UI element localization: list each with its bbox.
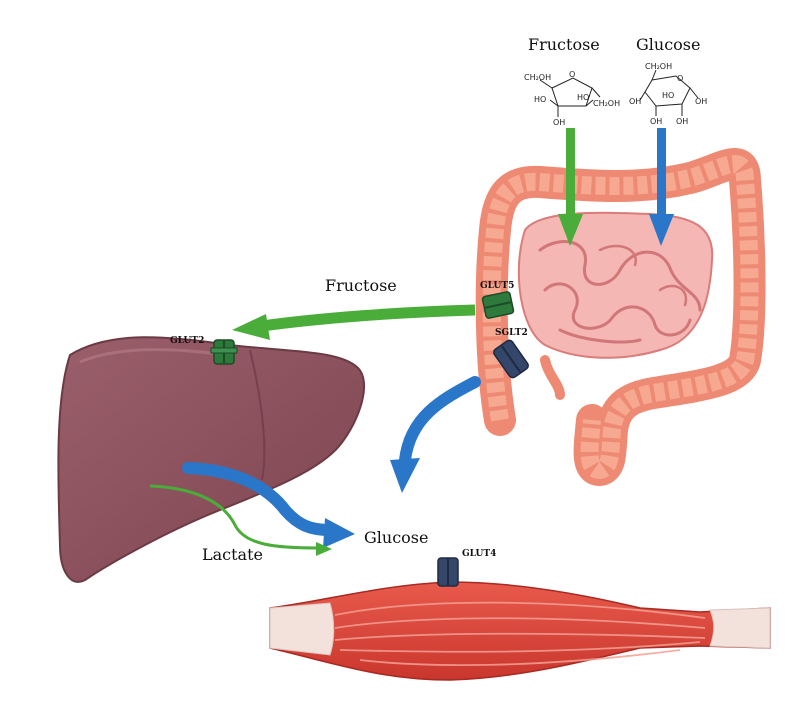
sglt2-transporter [493,339,529,379]
intestine [475,148,766,486]
atom-label: O [569,70,575,79]
atom-label: CH₂OH [524,73,551,82]
sglt2-label: SGLT2 [495,328,528,338]
glut2-label: GLUT2 [170,336,204,346]
lactate-label: Lactate [202,545,263,564]
glucose-blood-label: Glucose [364,528,428,547]
atom-label: OH [695,97,707,106]
liver [57,336,366,583]
atom-label: HO [577,93,589,102]
lactate-arrow [149,484,332,556]
atom-label: OH [676,117,688,126]
glut4-transporter [437,557,459,587]
fructose-title-label: Fructose [528,35,600,54]
liver-glucose-output-arrow [182,462,355,548]
fructose-absorption-arrow [558,128,583,246]
fructose-to-liver-arrow [232,304,476,340]
atom-label: CH₂OH [645,62,672,71]
muscle [269,581,771,681]
fructose-molecule: CH₂OH O HO HO CH₂OH OH [524,70,620,127]
glucose-absorption-arrow [649,128,674,246]
glut5-transporter [481,291,515,319]
atom-label: OH [650,117,662,126]
glut5-label: GLUT5 [480,281,514,291]
atom-label: OH [553,118,565,127]
atom-label: OH [629,97,641,106]
glut4-label: GLUT4 [462,549,496,559]
atom-label: CH₂OH [593,99,620,108]
fructose-pathway-label: Fructose [325,276,397,295]
glut2-transporter [210,339,238,365]
atom-label: O [677,74,683,83]
glucose-molecule: CH₂OH O OH HO OH OH OH [629,62,707,126]
glucose-to-blood-arrow [390,376,481,493]
atom-label: HO [662,91,674,100]
glucose-title-label: Glucose [636,35,700,54]
atom-label: HO [534,95,546,104]
